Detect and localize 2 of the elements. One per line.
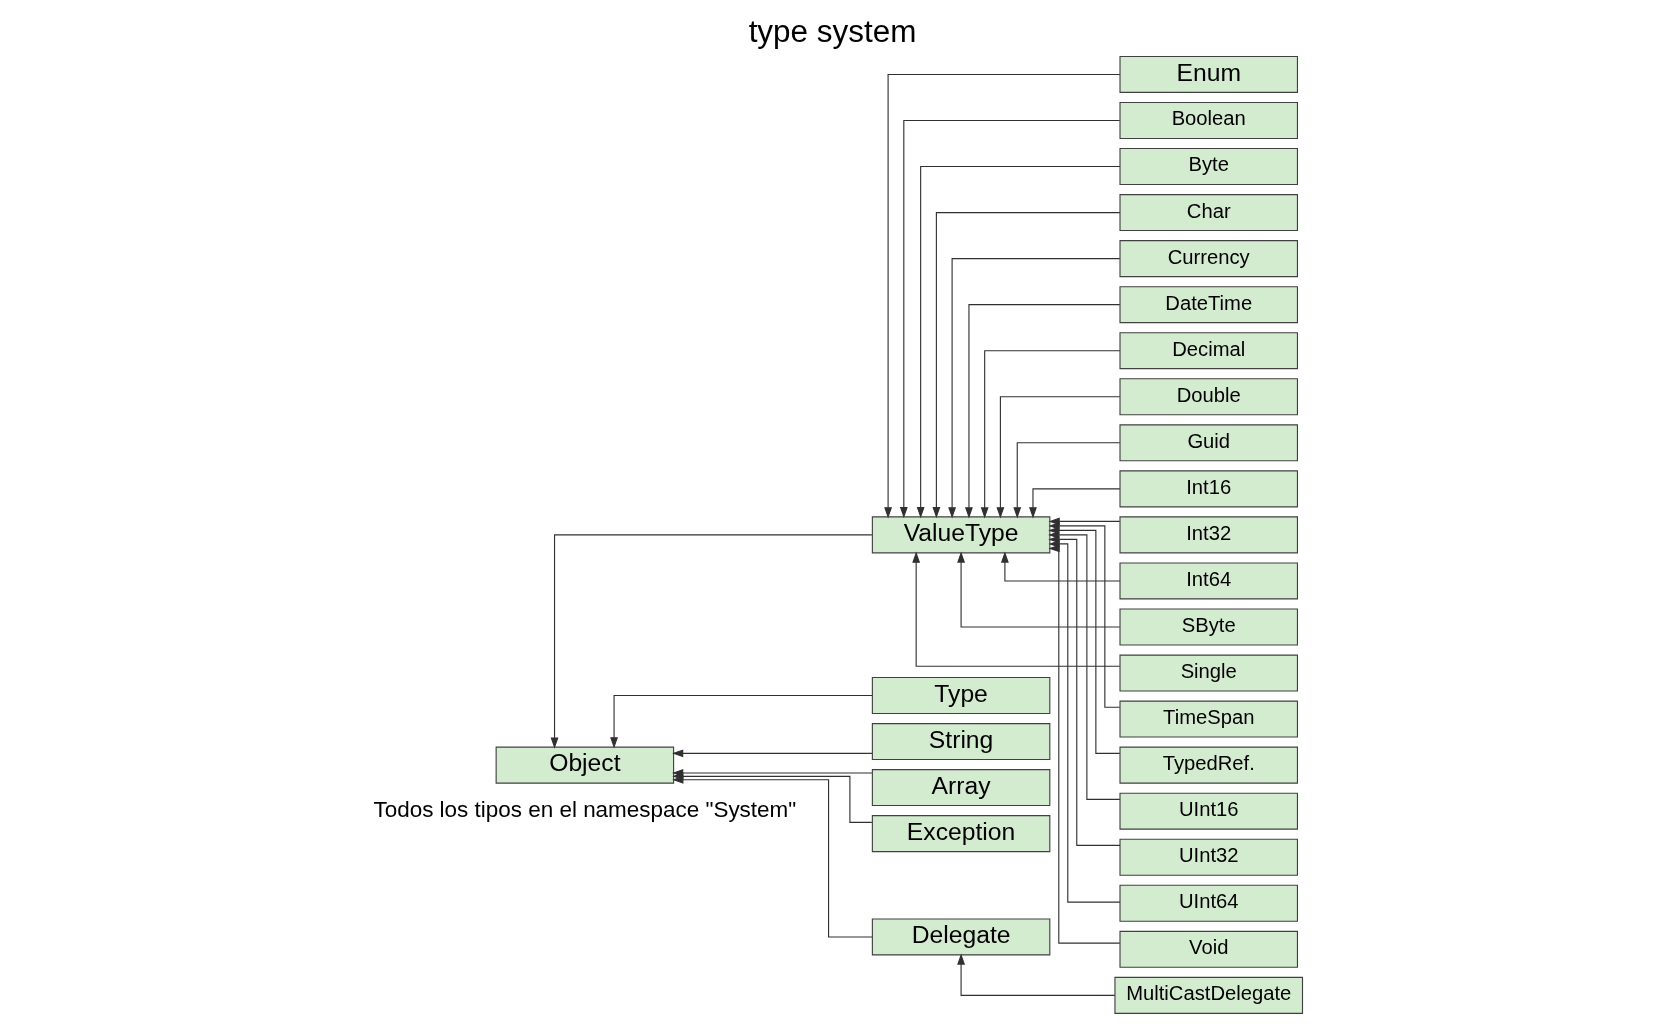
label: Todos los tipos en el namespace "System"	[373, 796, 797, 822]
diagram-title: type system	[748, 14, 917, 50]
